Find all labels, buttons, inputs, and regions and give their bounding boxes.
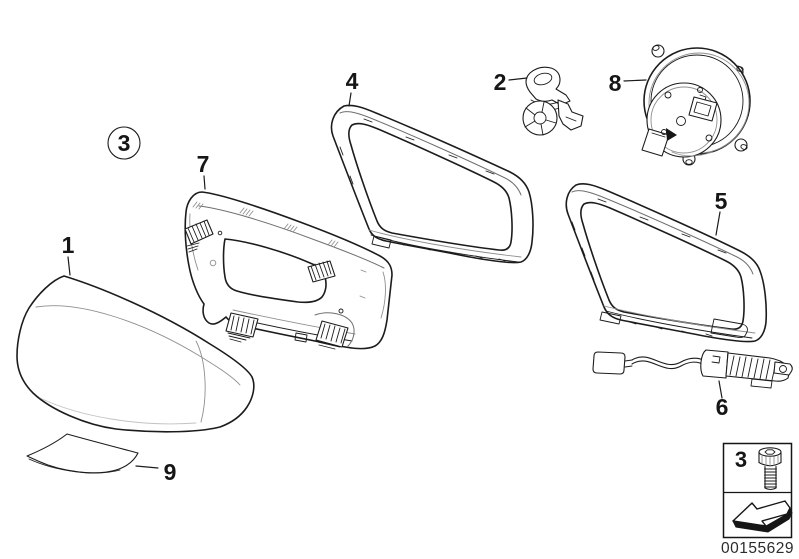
callout-7: 7 bbox=[197, 151, 210, 177]
callout-6: 6 bbox=[716, 394, 729, 420]
callout-5: 5 bbox=[715, 188, 728, 214]
spring-clip-bottom-left bbox=[225, 312, 259, 343]
leader-line-2 bbox=[508, 77, 528, 81]
leader-line-9 bbox=[135, 465, 159, 469]
installation-direction-arrow-icon bbox=[732, 500, 793, 533]
callout-8: 8 bbox=[609, 70, 622, 96]
leader-line-4 bbox=[348, 92, 352, 107]
ring-clip-slots bbox=[571, 198, 727, 337]
callout-3-circled: 3 bbox=[107, 126, 141, 160]
callout-4: 4 bbox=[346, 68, 359, 94]
leader-line-6 bbox=[718, 380, 723, 399]
spring-clip-middle bbox=[307, 260, 336, 283]
mirror-cap-drawing bbox=[16, 275, 255, 433]
grip-texture-marks bbox=[192, 201, 367, 299]
leader-line-8 bbox=[623, 79, 647, 82]
rear-trim-ring-drawing bbox=[565, 183, 768, 343]
sensor-body bbox=[700, 349, 793, 389]
actuator-plug bbox=[641, 128, 677, 157]
hex-socket-screw-icon bbox=[758, 447, 782, 491]
callout-9: 9 bbox=[164, 459, 177, 485]
actuator-connector bbox=[688, 94, 718, 122]
legend-box: 3 bbox=[722, 442, 793, 539]
holder-bracket-drawing bbox=[522, 66, 584, 136]
callout-2: 2 bbox=[494, 69, 507, 95]
callout-1: 1 bbox=[62, 232, 75, 258]
sensor-cable-drawing bbox=[592, 349, 793, 389]
mirror-actuator-drawing bbox=[641, 44, 751, 166]
ring-clip-slots bbox=[339, 118, 506, 262]
drawing-number: 00155629 bbox=[721, 540, 794, 557]
legend-position-number: 3 bbox=[735, 447, 747, 472]
lower-trim-strip-drawing bbox=[26, 433, 139, 474]
spring-clip-bottom-right bbox=[314, 312, 355, 350]
leader-line-5 bbox=[715, 211, 721, 236]
leader-line-1 bbox=[67, 256, 71, 276]
front-trim-ring-drawing bbox=[330, 104, 534, 264]
spring-clip-left bbox=[184, 219, 214, 253]
leader-line-7 bbox=[203, 175, 206, 190]
callout-3: 3 bbox=[118, 130, 131, 156]
callouts: 1 2 3 4 5 6 7 8 9 bbox=[62, 68, 729, 485]
carrier-frame-drawing bbox=[184, 191, 393, 350]
